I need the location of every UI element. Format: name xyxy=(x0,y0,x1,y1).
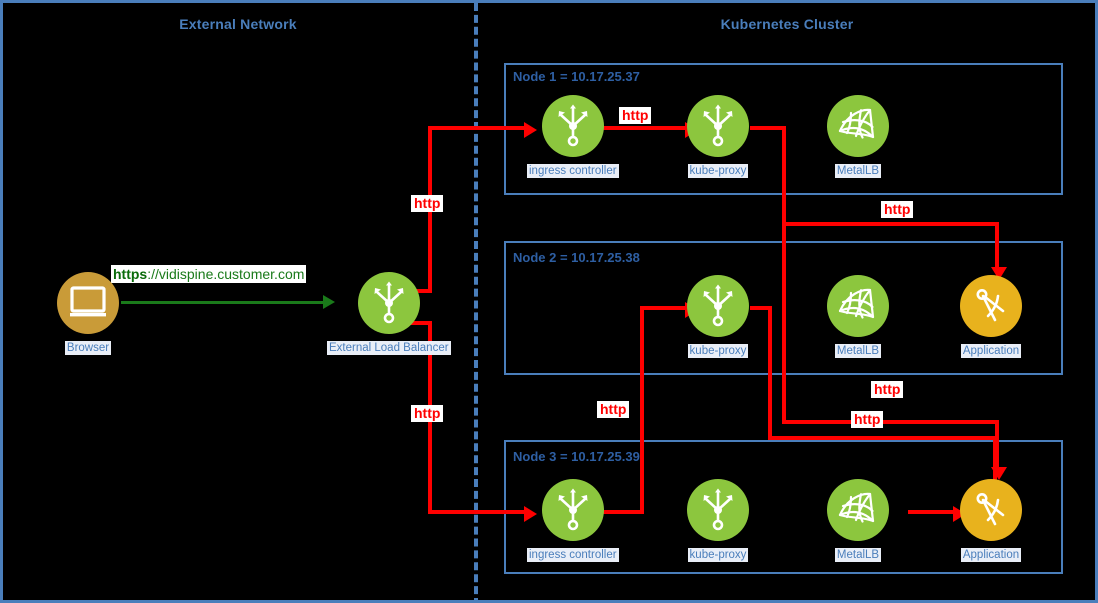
flow-kubeproxy1-to-app3-h xyxy=(782,420,999,424)
flow-ingress3-up xyxy=(640,308,644,514)
http-label-lb-node3: http xyxy=(411,405,444,422)
node-1-metallb-label: MetalLB xyxy=(834,164,882,178)
mesh-net-icon xyxy=(827,275,889,337)
monitor-icon xyxy=(57,272,119,334)
flow-app3-drop xyxy=(993,436,997,512)
load-balancer-icon xyxy=(541,479,604,541)
http-label-ingress1-kubeproxy1: http xyxy=(619,107,652,124)
http-label-kubeproxy1-app3: http xyxy=(851,411,884,428)
arrow-into-load-balancer xyxy=(323,295,335,309)
http-label-lb-node1: http xyxy=(411,195,444,212)
flow-ingress3-out xyxy=(590,510,644,514)
external-network-title: External Network xyxy=(179,16,297,32)
https-url-label: https://vidispine.customer.com xyxy=(111,265,307,283)
node-2-kube-proxy-label: kube-proxy xyxy=(687,344,749,358)
node-3-kube-proxy-label: kube-proxy xyxy=(687,548,749,562)
flow-into-node2-kubeproxy xyxy=(640,306,688,310)
flow-into-node1-ingress xyxy=(428,126,526,130)
flow-kubeproxy1-to-app3-v xyxy=(995,420,999,470)
mesh-net-icon xyxy=(827,479,889,541)
url-scheme: https xyxy=(113,266,148,282)
load-balancer-icon xyxy=(687,479,749,541)
node-3-metallb-label: MetalLB xyxy=(834,548,882,562)
node-1-ingress-controller[interactable]: ingress controller xyxy=(527,95,619,178)
node-1-kube-proxy-label: kube-proxy xyxy=(687,164,749,178)
compass-icon xyxy=(960,479,1022,541)
flow-kubeproxy1-out xyxy=(750,126,786,130)
node-1-kube-proxy[interactable]: kube-proxy xyxy=(687,95,749,178)
load-balancer-icon xyxy=(687,275,749,337)
node-3-application[interactable]: Application xyxy=(960,479,1022,562)
node-browser[interactable]: Browser xyxy=(57,272,119,355)
node-2-label: Node 2 = 10.17.25.38 xyxy=(513,250,640,265)
node-3-application-label: Application xyxy=(960,548,1022,562)
node-external-load-balancer-label: External Load Balancer xyxy=(327,341,451,355)
load-balancer-icon xyxy=(541,95,604,157)
node-3-metallb[interactable]: MetalLB xyxy=(827,479,889,562)
compass-icon xyxy=(960,275,1022,337)
node-browser-label: Browser xyxy=(64,341,112,355)
node-2-metallb-label: MetalLB xyxy=(834,344,882,358)
flow-browser-to-lb xyxy=(121,301,326,304)
node-1-label: Node 1 = 10.17.25.37 xyxy=(513,69,640,84)
flow-kubeproxy2-down xyxy=(768,306,772,440)
node-1-metallb[interactable]: MetalLB xyxy=(827,95,889,178)
node-box-3 xyxy=(504,440,1063,574)
arrow-into-ingress3 xyxy=(524,506,537,522)
node-external-load-balancer[interactable]: External Load Balancer xyxy=(327,272,451,355)
flow-ingress1-kubeproxy1 xyxy=(590,126,688,130)
node-3-ingress-controller-label: ingress controller xyxy=(527,548,619,562)
http-label-kubeproxy2-app3: http xyxy=(871,381,904,398)
http-label-ingress3-kubeproxy2: http xyxy=(597,401,630,418)
kubernetes-cluster-title: Kubernetes Cluster xyxy=(720,16,854,32)
load-balancer-icon xyxy=(687,95,749,157)
zone-divider xyxy=(474,3,478,600)
flow-kubeproxy1-to-app2-v xyxy=(995,222,999,270)
flow-kubeproxy2-out xyxy=(750,306,772,310)
url-host: ://vidispine.customer.com xyxy=(147,266,305,282)
flow-kubeproxy2-to-app3-h xyxy=(768,436,997,440)
flow-app3-approach xyxy=(908,510,996,514)
mesh-net-icon xyxy=(827,95,889,157)
node-2-application-label: Application xyxy=(960,344,1022,358)
flow-kubeproxy1-trunk xyxy=(782,126,786,422)
node-3-label: Node 3 = 10.17.25.39 xyxy=(513,449,640,464)
node-3-ingress-controller[interactable]: ingress controller xyxy=(527,479,619,562)
node-2-kube-proxy[interactable]: kube-proxy xyxy=(687,275,749,358)
load-balancer-icon xyxy=(357,272,420,334)
node-2-application[interactable]: Application xyxy=(960,275,1022,358)
flow-kubeproxy1-to-app2-h xyxy=(782,222,999,226)
node-1-ingress-controller-label: ingress controller xyxy=(527,164,619,178)
flow-into-node3-ingress xyxy=(428,510,526,514)
arrow-into-ingress1 xyxy=(524,122,537,138)
node-3-kube-proxy[interactable]: kube-proxy xyxy=(687,479,749,562)
http-label-kubeproxy1-app2: http xyxy=(881,201,914,218)
node-2-metallb[interactable]: MetalLB xyxy=(827,275,889,358)
